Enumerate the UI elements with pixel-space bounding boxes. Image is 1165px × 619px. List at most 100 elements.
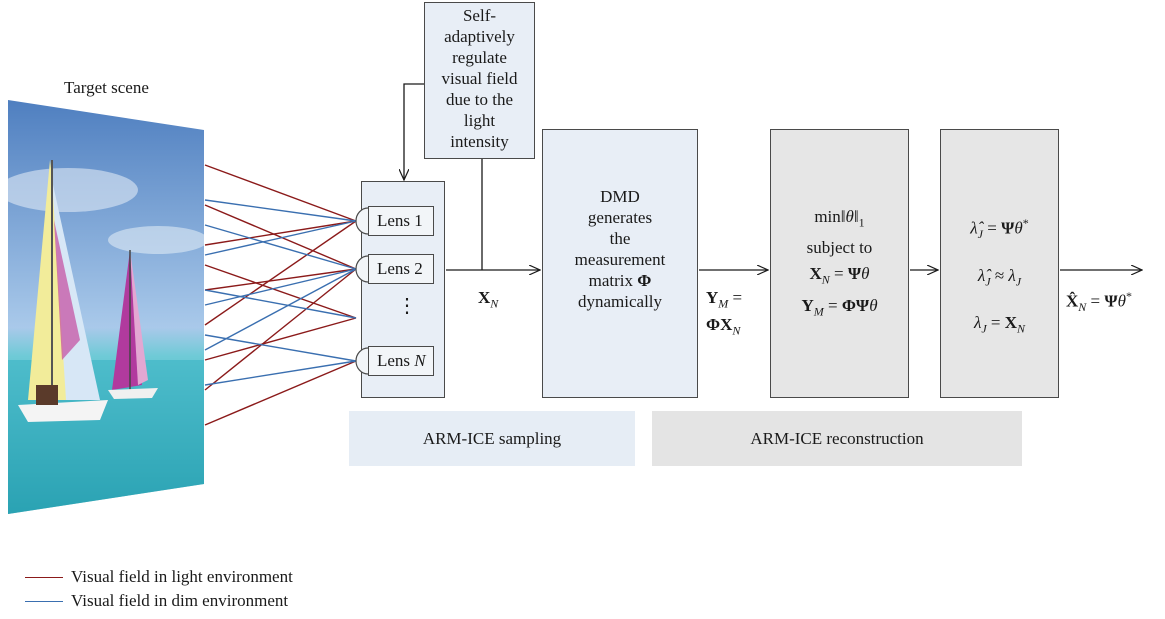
legend-label: Visual field in dim environment — [71, 591, 289, 610]
eq-sign: = — [982, 218, 1002, 238]
lens-label: Lens — [377, 351, 415, 370]
dim-ray — [204, 268, 357, 306]
self-adapt-line: visual field — [441, 69, 518, 88]
lens-2: Lens 2 — [368, 254, 434, 284]
dim-ray — [204, 289, 357, 319]
light-ray — [204, 268, 357, 291]
lens-bulges — [355, 207, 369, 375]
star-sup: * — [1022, 216, 1029, 230]
psi-symbol: Ψ — [855, 295, 870, 315]
xn-sub: N — [490, 296, 499, 311]
phi-symbol: Φ — [637, 271, 652, 290]
reconstruction-band: ARM-ICE reconstruction — [652, 411, 1022, 466]
light-ray — [204, 220, 357, 326]
light-ray — [204, 317, 357, 361]
ym-sub: M — [718, 296, 729, 311]
lambda-hat: λ̂ — [970, 218, 978, 238]
x-symbol: X — [1004, 313, 1018, 333]
sampling-band: ARM-ICE sampling — [349, 411, 635, 466]
light-ray — [204, 360, 357, 426]
theta-symbol: θ — [1014, 218, 1023, 238]
ym-eq: = — [728, 288, 743, 307]
psi-symbol: Ψ — [1104, 291, 1118, 311]
ym-x: X — [720, 315, 733, 335]
ym-label: YM = ΦXN — [706, 287, 742, 342]
target-scene-image — [8, 100, 204, 514]
min-text: min — [814, 207, 841, 226]
self-adapt-box: Self- adaptively regulate visual field d… — [424, 2, 535, 159]
self-adapt-line: light — [463, 111, 496, 130]
star-sup: * — [1126, 289, 1133, 303]
light-ray — [204, 268, 357, 391]
dmd-box: DMD generates the measurement matrix Φ d… — [542, 129, 698, 398]
dim-ray — [204, 199, 357, 222]
self-adapt-line: due to the — [445, 90, 514, 109]
optim-line-1: min‖θ‖1 — [771, 204, 908, 235]
light-ray — [204, 264, 357, 319]
approx-sign: ≈ — [990, 266, 1009, 286]
phi-symbol: Φ — [841, 295, 856, 315]
legend-dim: Visual field in dim environment — [25, 591, 288, 611]
xn-label: XN — [478, 287, 498, 314]
norm-text: ‖θ‖ — [840, 207, 859, 226]
x-hat-symbol: X̂ — [1066, 291, 1079, 311]
optim-line-4: YM = ΦΨθ — [771, 293, 908, 324]
x-sub: N — [821, 272, 830, 287]
light-ray — [204, 204, 357, 270]
lambda-sub: J — [1015, 274, 1022, 289]
legend-light: Visual field in light environment — [25, 567, 293, 587]
lens-index: 2 — [414, 259, 423, 278]
dmd-matrix-text: matrix — [588, 271, 638, 290]
lambda-line-2: λ̂J ≈ λJ — [941, 255, 1058, 302]
dmd-line: measurement — [574, 250, 666, 269]
ym-xsub: N — [732, 323, 741, 338]
theta-symbol: θ — [1117, 291, 1127, 311]
dim-ray — [204, 334, 357, 362]
lambda-box: λ̂J = Ψθ* λ̂J ≈ λJ λJ = XN — [940, 129, 1059, 398]
lens-bulge — [355, 255, 369, 283]
lambda: λ — [973, 313, 982, 333]
light-rays — [204, 164, 357, 426]
self-adapt-line: adaptively — [444, 27, 515, 46]
legend-swatch-light — [25, 576, 63, 578]
eq-sign: = — [829, 264, 848, 284]
lambda-sub: J — [985, 274, 991, 289]
ym-base: Y — [706, 288, 719, 307]
dmd-line: dynamically — [577, 292, 663, 311]
dim-ray — [204, 268, 357, 351]
lens-ellipsis: ⋮ — [397, 295, 417, 317]
lens-bulge — [355, 207, 369, 235]
feedback-arrow-down — [404, 83, 424, 180]
dmd-line: the — [609, 229, 631, 248]
eq-sign: = — [823, 295, 842, 315]
self-adapt-line: regulate — [452, 48, 507, 67]
dmd-line: matrix Φ — [543, 270, 697, 291]
eq-sign: = — [986, 313, 1005, 333]
lambda-hat: λ̂ — [977, 266, 986, 286]
output-label: X̂N = Ψθ* — [1066, 286, 1132, 318]
optimization-box: min‖θ‖1 subject to XN = Ψθ YM = ΦΨθ — [770, 129, 909, 398]
light-ray — [204, 220, 357, 246]
legend-swatch-dim — [25, 600, 63, 602]
dim-ray — [204, 360, 357, 386]
target-scene-label: Target scene — [64, 78, 149, 97]
dim-ray — [204, 220, 357, 256]
theta-symbol: θ — [869, 295, 878, 315]
optim-line-3: XN = Ψθ — [771, 261, 908, 292]
dmd-line: DMD — [600, 187, 640, 206]
self-adapt-line: Self- — [462, 6, 497, 25]
lambda-sub: J — [977, 227, 983, 242]
lambda: λ — [1008, 266, 1016, 286]
y-sub: M — [813, 304, 824, 319]
lambda-line-3: λJ = XN — [941, 302, 1058, 349]
self-adapt-line: intensity — [450, 132, 509, 151]
psi-symbol: Ψ — [1001, 218, 1015, 238]
dmd-line: generates — [587, 208, 653, 227]
dim-ray — [204, 224, 357, 270]
norm-sub: 1 — [858, 215, 865, 230]
lens-label: Lens — [377, 211, 415, 230]
lens-bulge — [355, 347, 369, 375]
x-sub: N — [1017, 321, 1026, 336]
dim-rays — [204, 199, 357, 386]
